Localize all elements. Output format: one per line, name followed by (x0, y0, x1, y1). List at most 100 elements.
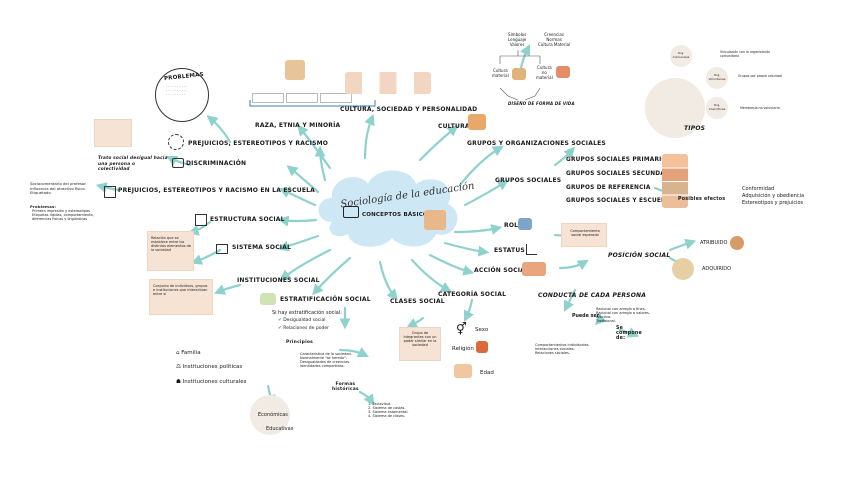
sociocomentario-text: Sociocomentario del profesor. Influencia… (30, 181, 87, 196)
principio-item: Normalmente "se hereda". (300, 356, 347, 360)
forma-item: 4. Sistema de clases. (368, 414, 406, 418)
org-voluntarias-desc: Grupos por propia voluntad (738, 74, 782, 78)
org-coercitivas-circle (706, 97, 728, 119)
topic-clases: CLASES SOCIAL (390, 298, 445, 305)
clases-note (400, 328, 440, 360)
efectos-label: Posibles efectos (678, 197, 726, 202)
topic-cultura: CULTURA (438, 123, 470, 130)
arrow-grupos (463, 179, 509, 207)
estructura-icon (195, 214, 207, 226)
problemas-label: Problemas: (30, 204, 57, 209)
arrow-categoria (410, 258, 452, 293)
material-icon (512, 68, 526, 80)
topic-rol: ROL (504, 222, 519, 229)
componente-item: Relaciones sociales. (535, 351, 570, 355)
categoria-sexo: Sexo (475, 327, 489, 333)
topic-prejuicios-escuela: PREJUICIOS, ESTEREOTIPOS Y RACISMO EN LA… (118, 187, 315, 194)
arrow-instituciones (279, 248, 332, 281)
topic-categoria: CATEGORÍA SOCIAL (438, 291, 507, 298)
conducta-tipos: Racional con arreglo a fines. Racional c… (596, 307, 650, 323)
principio-item: Característica de la sociedad. (300, 352, 352, 356)
arrow-cultura (418, 125, 459, 162)
componente-item: Interacciones sociales. (535, 347, 575, 351)
conducta-item: Tradicional. (596, 319, 616, 323)
diseno-forma-vida: DISEÑO DE FORMA DE VIDA (508, 101, 575, 106)
arrow-accion (428, 253, 475, 276)
arrow-cultura-sociedad (363, 113, 375, 160)
inst-politicas: ⚖ Instituciones políticas (176, 364, 243, 370)
posicion-atribuido: ATRIBUIDO (700, 240, 728, 246)
forma-item: 2. Sistema de castas. (368, 406, 406, 410)
arrow-sistema-note (190, 248, 222, 265)
arrow-categoria-down (464, 298, 474, 322)
arrow-atribuido (668, 238, 697, 252)
arrow-estratificacion (312, 256, 352, 296)
trato-social-text: Trato social desigual hacia una persona … (98, 156, 168, 172)
chart-icon (526, 244, 537, 255)
se-compone-label: Se compone de: (616, 326, 642, 341)
efecto-item: Adquisición y obediencia (742, 193, 805, 199)
sistema-note (150, 280, 212, 314)
school-icon (104, 186, 116, 198)
grupos-referencia: GRUPOS DE REFERENCIA (566, 185, 651, 191)
people-icons (345, 72, 431, 94)
problemas-lines: · · · · · · · · · ·· · · · · · · · · ·· … (166, 85, 188, 97)
economicas-label: Económicas (258, 412, 288, 418)
religion-icon (476, 341, 488, 353)
categoria-religion: Religión (452, 346, 474, 352)
posicion-title: POSICIÓN SOCIAL (608, 252, 671, 259)
topic-grupos-org: GRUPOS Y ORGANIZACIONES SOCIALES (467, 140, 606, 147)
forma-item: 1. Esclavitud. (368, 402, 392, 406)
formas-list: 1. Esclavitud. 2. Sistema de castas. 3. … (368, 402, 409, 418)
org-comunales-circle (670, 45, 692, 67)
arrow-principios (338, 347, 369, 357)
topic-raza: RAZA, ETNIA Y MINORÍA (255, 122, 341, 129)
org-coercitivas: Org. Coercitivas (708, 103, 726, 111)
topic-estratificacion: ESTRATIFICACIÓN SOCIAL (280, 296, 371, 303)
principios-label: Principios (286, 340, 314, 345)
reading-girl-icon (424, 210, 446, 230)
arrow-clases-note (406, 316, 425, 328)
principio-item: Desigualdades de creencias. (300, 360, 351, 364)
conducta-item: Racional con arreglo a fines. (596, 307, 646, 311)
grupos-secundarios: GRUPOS SOCIALES SECUNDARIOS (566, 171, 682, 177)
topic-instituciones: INSTITUCIONES SOCIAL (237, 277, 320, 284)
tipos-circle (645, 78, 705, 138)
topic-sistema: SISTEMA SOCIAL (232, 244, 292, 251)
estructura-note-text: Relación que se establece entre los dist… (151, 236, 191, 252)
sistema-note-text: Conjunto de individuos, grupos e institu… (153, 284, 208, 296)
principio-item: Identidades compartidas. (300, 364, 345, 368)
conducta-item: Racional con arreglo a valores. (596, 311, 650, 315)
arrow-inst-note (213, 283, 242, 295)
rol-note-text: Comportamiento social esperado (570, 229, 600, 237)
grupos-escuela: GRUPOS SOCIALES Y ESCUELA (566, 198, 670, 204)
cultura-icon (468, 114, 486, 130)
arrow-tipos (553, 146, 575, 167)
arrow-grupos-org (458, 145, 504, 187)
hands-icon (285, 60, 305, 80)
tipos-label: TIPOS (684, 125, 706, 132)
arrow-clases (378, 260, 398, 301)
topic-grupos: GRUPOS SOCIALES (495, 177, 562, 184)
grupos-primarios: GRUPOS SOCIALES PRIMARIOS (566, 157, 671, 163)
arrow-rol (453, 224, 503, 235)
arrow-discriminacion (286, 165, 320, 194)
check-icon: ✔ (278, 326, 282, 331)
book-icon (343, 206, 359, 218)
arrow-formas (358, 390, 375, 406)
educativas-label: Educativas (266, 426, 294, 432)
conducta-componentes: Comportamientos individuales. Interaccio… (535, 343, 590, 355)
componente-item: Comportamientos individuales. (535, 343, 590, 347)
problemas-circle (155, 68, 209, 122)
problemas-item: Primera impresión y estereotipos (32, 209, 90, 213)
conducta-title: CONDUCTA DE CADA PERSONA (538, 292, 647, 299)
topic-estatus: ESTATUS (494, 247, 525, 254)
estratificacion-icon (260, 293, 276, 305)
arrow-estatus (443, 241, 490, 257)
efectos-list: Conformidad Adquisición y obediencia Est… (742, 186, 804, 207)
arrow-estructura-note (187, 220, 212, 236)
puede-ser-label: Puede ser (572, 314, 600, 319)
